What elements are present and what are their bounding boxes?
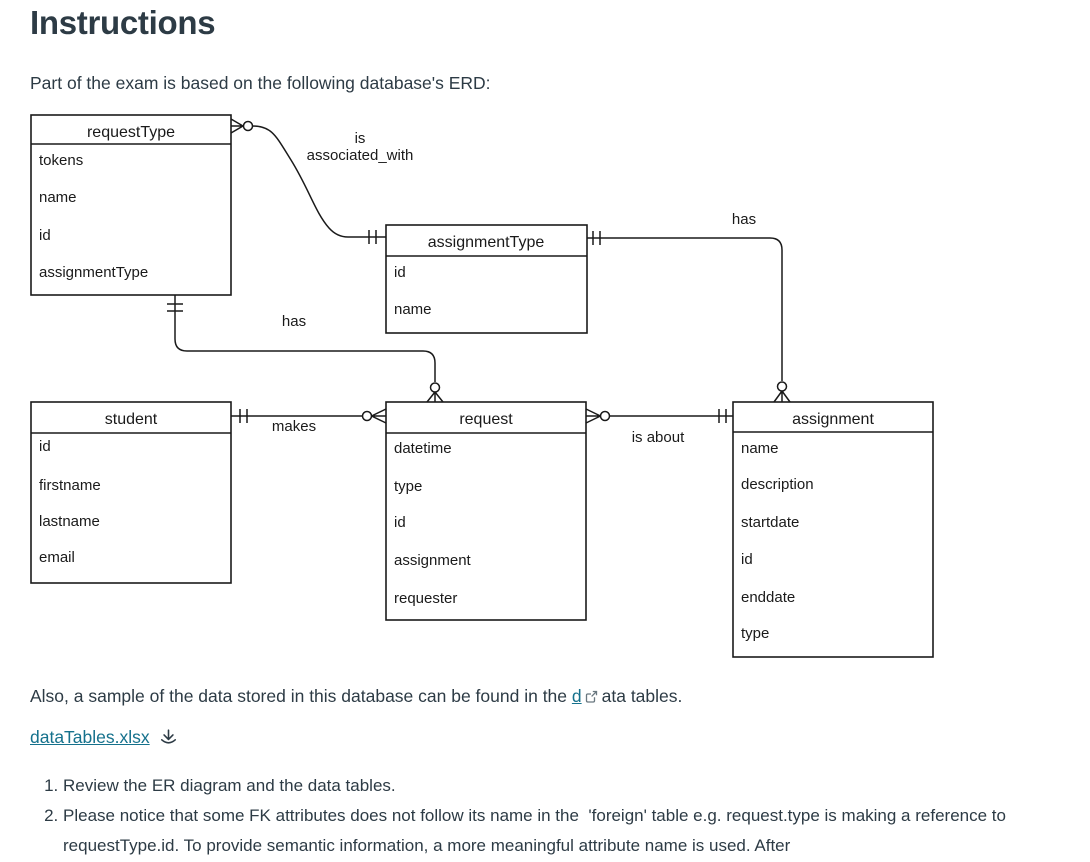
entity-attribute: description xyxy=(741,476,814,493)
connector-has-right xyxy=(587,237,783,381)
relationship-label: has xyxy=(282,313,306,330)
entity-attribute: id xyxy=(741,551,753,568)
relationship-label: is about xyxy=(632,429,685,446)
entity-title: assignment xyxy=(792,411,874,428)
entity-box xyxy=(30,401,232,584)
entity-request: request datetime type id assignment requ… xyxy=(385,401,587,621)
entity-attribute: datetime xyxy=(394,440,452,457)
one-tick-icon xyxy=(368,230,377,244)
crows-foot-circle-icon xyxy=(773,381,791,403)
entity-attribute: tokens xyxy=(39,152,83,169)
entity-attribute: name xyxy=(394,301,432,318)
external-link-icon xyxy=(585,685,598,709)
list-item: Please notice that some FK attributes do… xyxy=(63,801,1048,861)
entity-attribute: type xyxy=(741,625,769,642)
entity-box xyxy=(385,401,587,621)
relationship-label: makes xyxy=(272,418,316,435)
entity-box xyxy=(732,401,934,658)
entity-student: student id firstname lastname email xyxy=(30,401,232,584)
instruction-list: Review the ER diagram and the data table… xyxy=(30,771,1048,861)
crows-foot-circle-icon xyxy=(230,118,254,134)
list-item: Review the ER diagram and the data table… xyxy=(63,771,1048,801)
entity-requesttype: requestType tokens name id assignmentTyp… xyxy=(30,114,232,296)
file-download-line: dataTables.xlsx xyxy=(30,727,178,752)
entity-attribute: startdate xyxy=(741,514,799,531)
entity-title: requestType xyxy=(87,124,175,141)
entity-title: assignmentType xyxy=(428,234,545,251)
entity-attribute: assignment xyxy=(394,552,472,569)
relationship-label: has xyxy=(732,211,756,228)
erd-diagram: requestType tokens name id assignmentTyp… xyxy=(30,114,934,658)
entity-attribute: assignmentType xyxy=(39,264,148,281)
one-tick-icon xyxy=(592,231,601,245)
entity-attribute: id xyxy=(394,514,406,531)
connector-is-associated-with xyxy=(252,125,386,238)
entity-box xyxy=(385,224,588,334)
entity-assignment: assignment name description startdate id… xyxy=(732,401,934,658)
entity-title: student xyxy=(105,411,158,428)
entity-attribute: name xyxy=(39,189,77,206)
entity-box xyxy=(30,114,232,296)
one-tick-icon xyxy=(239,409,248,423)
one-tick-icon xyxy=(718,409,727,423)
intro-text: Part of the exam is based on the followi… xyxy=(30,73,491,93)
entity-attribute: name xyxy=(741,440,779,457)
entity-attribute: lastname xyxy=(39,513,100,530)
entity-assignmenttype: assignmentType id name xyxy=(385,224,588,334)
download-icon[interactable] xyxy=(159,728,178,752)
also-text-line: Also, a sample of the data stored in thi… xyxy=(30,684,682,709)
entity-attribute: requester xyxy=(394,590,457,607)
one-tick-icon xyxy=(167,303,183,312)
erd-connectors xyxy=(174,125,783,417)
entity-attribute: id xyxy=(394,264,406,281)
erd-cardinality-markers xyxy=(167,118,791,424)
crows-foot-circle-icon xyxy=(426,382,444,403)
connector-has-left xyxy=(174,295,436,382)
relationship-label: associated_with xyxy=(307,147,414,164)
entity-attribute: email xyxy=(39,549,75,566)
entity-attribute: enddate xyxy=(741,589,795,606)
relationship-label: is xyxy=(355,130,366,147)
entity-attribute: id xyxy=(39,227,51,244)
also-text-after: ata tables. xyxy=(601,686,683,706)
crows-foot-circle-icon xyxy=(585,408,611,424)
page-title: Instructions xyxy=(30,4,216,41)
file-download-link[interactable]: dataTables.xlsx xyxy=(30,727,150,747)
entity-attribute: firstname xyxy=(39,477,101,494)
erd-relationship-labels: is associated_with has has makes is abou… xyxy=(272,130,756,446)
data-tables-link[interactable]: d xyxy=(571,686,582,706)
entity-attribute: id xyxy=(39,438,51,455)
entity-attribute: type xyxy=(394,478,422,495)
entity-title: request xyxy=(459,411,513,428)
also-text-before: Also, a sample of the data stored in thi… xyxy=(30,686,572,706)
crows-foot-circle-icon xyxy=(361,408,387,424)
